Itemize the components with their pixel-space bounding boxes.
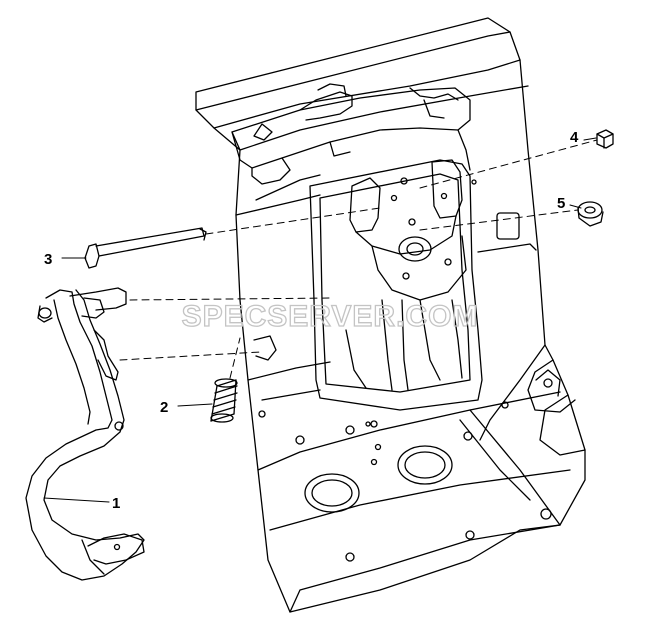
callout-4: 4 xyxy=(570,129,579,146)
panel-details xyxy=(258,179,561,562)
pivot-bolt xyxy=(84,227,207,269)
callout-2: 2 xyxy=(160,399,168,416)
return-spring xyxy=(210,378,238,423)
watermark-text: SPECSERVER.COM xyxy=(182,300,479,333)
callout-labels: 1 2 3 4 5 xyxy=(44,129,579,512)
nut xyxy=(596,129,614,149)
callout-5: 5 xyxy=(557,195,565,212)
top-cross-member xyxy=(231,83,471,185)
leader-lines xyxy=(43,137,597,503)
bushing xyxy=(577,201,604,227)
callout-3: 3 xyxy=(44,251,52,268)
pedal-lever xyxy=(25,287,145,581)
bulkhead-panel xyxy=(195,17,586,613)
callout-1: 1 xyxy=(112,495,120,512)
assembly-centerlines xyxy=(119,139,598,379)
pedal-mount-bracket xyxy=(309,159,483,411)
